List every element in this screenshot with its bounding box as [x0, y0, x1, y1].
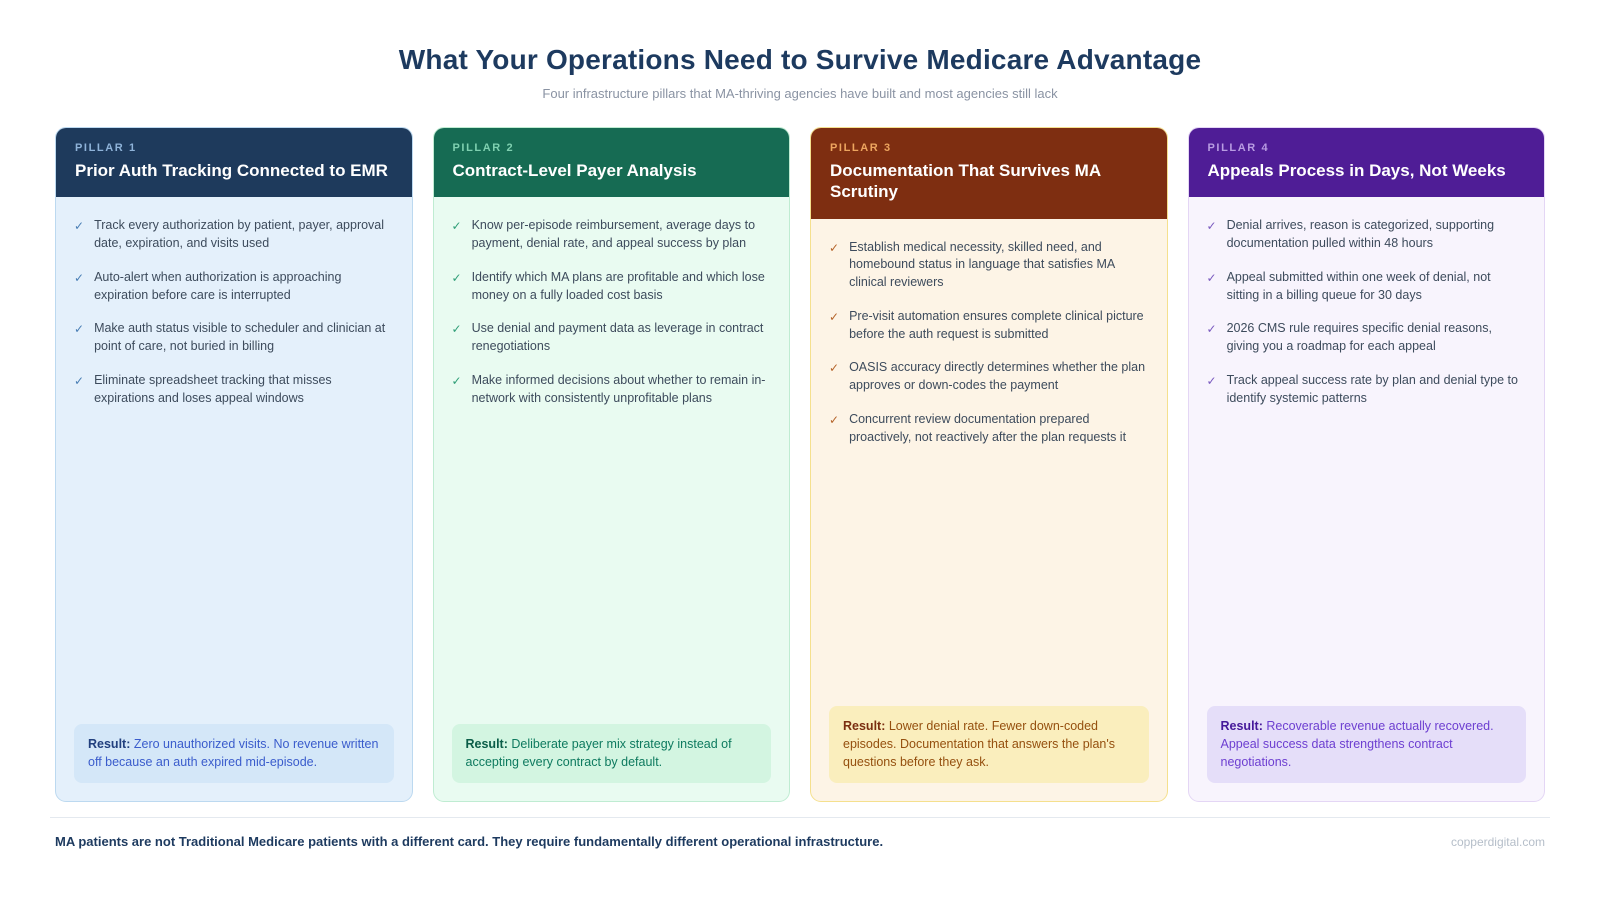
- pillar-4-header: PILLAR 4 Appeals Process in Days, Not We…: [1188, 128, 1544, 198]
- pillar-4-title: Appeals Process in Days, Not Weeks: [1207, 161, 1506, 180]
- pillar-1-title: Prior Auth Tracking Connected to EMR: [75, 161, 388, 180]
- list-item: ✓ OASIS accuracy directly determines whe…: [829, 359, 1149, 395]
- result-label: Result:: [843, 718, 886, 733]
- bullet-text: Concurrent review documentation prepared…: [849, 411, 1127, 444]
- list-item: ✓ Know per-episode reimbursement, averag…: [452, 217, 772, 253]
- check-icon: ✓: [829, 412, 840, 427]
- page-footer: MA patients are not Traditional Medicare…: [0, 818, 1600, 849]
- list-item: ✓ Pre-visit automation ensures complete …: [829, 308, 1149, 344]
- pillar-1-bullet-list: ✓ Track every authorization by patient, …: [74, 217, 394, 423]
- pillar-1-header: PILLAR 1 Prior Auth Tracking Connected t…: [56, 128, 412, 198]
- page-subtitle: Four infrastructure pillars that MA-thri…: [542, 86, 1058, 101]
- bullet-text: Establish medical necessity, skilled nee…: [849, 239, 1115, 290]
- check-icon: ✓: [1206, 219, 1217, 234]
- footer-divider: [50, 817, 1550, 818]
- page-title: What Your Operations Need to Survive Med…: [398, 44, 1202, 75]
- bullet-text: 2026 CMS rule requires specific denial r…: [1226, 321, 1492, 353]
- check-icon: ✓: [74, 270, 85, 285]
- pillar-3-title: Documentation That Survives MA Scrutiny: [830, 161, 1101, 202]
- result-box: Result: Recoverable revenue actually rec…: [1206, 705, 1526, 783]
- result-label: Result:: [88, 736, 131, 751]
- check-icon: ✓: [451, 270, 462, 285]
- pillar-3-header: PILLAR 3 Documentation That Survives MA …: [811, 128, 1167, 219]
- result-box: Result: Deliberate payer mix strategy in…: [451, 723, 771, 783]
- pillar-3-body: ✓ Establish medical necessity, skilled n…: [811, 219, 1167, 802]
- bullet-text: Denial arrives, reason is categorized, s…: [1226, 218, 1495, 250]
- list-item: ✓ Use denial and payment data as leverag…: [452, 320, 772, 356]
- pillar-2-bullet-list: ✓ Know per-episode reimbursement, averag…: [452, 217, 772, 423]
- bullet-text: OASIS accuracy directly determines wheth…: [849, 360, 1146, 392]
- check-icon: ✓: [829, 361, 840, 376]
- pillar-card-1: PILLAR 1 Prior Auth Tracking Connected t…: [55, 127, 413, 802]
- pillar-4-bullet-list: ✓ Denial arrives, reason is categorized,…: [1207, 217, 1527, 423]
- check-icon: ✓: [74, 219, 85, 234]
- list-item: ✓ Make informed decisions about whether …: [452, 372, 772, 408]
- pillar-3-bullet-list: ✓ Establish medical necessity, skilled n…: [829, 239, 1149, 463]
- page-header: What Your Operations Need to Survive Med…: [0, 0, 1600, 101]
- bullet-text: Know per-episode reimbursement, average …: [471, 218, 756, 250]
- list-item: ✓ Appeal submitted within one week of de…: [1207, 269, 1527, 305]
- bullet-text: Identify which MA plans are profitable a…: [471, 269, 765, 302]
- pillar-1-body: ✓ Track every authorization by patient, …: [56, 197, 412, 801]
- pillar-card-4: PILLAR 4 Appeals Process in Days, Not We…: [1187, 127, 1545, 802]
- list-item: ✓ Track every authorization by patient, …: [74, 217, 394, 253]
- result-label: Result:: [1220, 718, 1263, 733]
- list-item: ✓ Identify which MA plans are profitable…: [452, 269, 772, 305]
- bullet-text: Appeal submitted within one week of deni…: [1226, 269, 1491, 302]
- check-icon: ✓: [1206, 270, 1217, 285]
- pillar-2-header: PILLAR 2 Contract-Level Payer Analysis: [433, 128, 789, 198]
- result-text: Recoverable revenue actually recovered. …: [1220, 718, 1494, 769]
- list-item: ✓ Establish medical necessity, skilled n…: [829, 239, 1149, 292]
- bullet-text: Use denial and payment data as leverage …: [471, 321, 764, 353]
- bullet-text: Eliminate spreadsheet tracking that miss…: [94, 372, 332, 405]
- result-text: Zero unauthorized visits. No revenue wri…: [88, 736, 379, 769]
- check-icon: ✓: [451, 373, 462, 388]
- list-item: ✓ Track appeal success rate by plan and …: [1207, 372, 1527, 408]
- list-item: ✓ Make auth status visible to scheduler …: [74, 320, 394, 356]
- check-icon: ✓: [1206, 373, 1217, 388]
- list-item: ✓ Concurrent review documentation prepar…: [829, 411, 1149, 447]
- check-icon: ✓: [451, 322, 462, 337]
- list-item: ✓ Eliminate spreadsheet tracking that mi…: [74, 372, 394, 408]
- result-box: Result: Zero unauthorized visits. No rev…: [74, 723, 394, 783]
- result-box: Result: Lower denial rate. Fewer down-co…: [829, 705, 1149, 783]
- pillar-card-2: PILLAR 2 Contract-Level Payer Analysis ✓…: [432, 127, 790, 802]
- check-icon: ✓: [74, 373, 85, 388]
- check-icon: ✓: [829, 309, 840, 324]
- list-item: ✓ 2026 CMS rule requires specific denial…: [1207, 320, 1527, 356]
- check-icon: ✓: [829, 240, 840, 255]
- bullet-text: Make informed decisions about whether to…: [471, 372, 766, 405]
- footer-statement: MA patients are not Traditional Medicare…: [55, 834, 884, 849]
- result-label: Result:: [465, 736, 508, 751]
- list-item: ✓ Denial arrives, reason is categorized,…: [1207, 217, 1527, 253]
- bullet-text: Track every authorization by patient, pa…: [94, 218, 385, 250]
- pillar-4-label: PILLAR 4: [1207, 142, 1270, 154]
- bullet-text: Make auth status visible to scheduler an…: [94, 321, 386, 353]
- pillar-cards-row: PILLAR 1 Prior Auth Tracking Connected t…: [0, 127, 1600, 802]
- bullet-text: Auto-alert when authorization is approac…: [94, 269, 342, 302]
- bullet-text: Track appeal success rate by plan and de…: [1226, 372, 1518, 405]
- bullet-text: Pre-visit automation ensures complete cl…: [849, 308, 1144, 341]
- list-item: ✓ Auto-alert when authorization is appro…: [74, 269, 394, 305]
- pillar-card-3: PILLAR 3 Documentation That Survives MA …: [810, 127, 1168, 802]
- pillar-2-body: ✓ Know per-episode reimbursement, averag…: [434, 197, 790, 801]
- check-icon: ✓: [74, 322, 85, 337]
- pillar-2-title: Contract-Level Payer Analysis: [452, 161, 697, 180]
- pillar-4-body: ✓ Denial arrives, reason is categorized,…: [1189, 197, 1545, 801]
- check-icon: ✓: [451, 219, 462, 234]
- pillar-2-label: PILLAR 2: [452, 142, 515, 154]
- pillar-3-label: PILLAR 3: [830, 142, 892, 154]
- result-text: Lower denial rate. Fewer down-coded epis…: [843, 718, 1115, 769]
- pillar-1-label: PILLAR 1: [75, 142, 137, 154]
- footer-site-link[interactable]: copperdigital.com: [1450, 834, 1545, 849]
- result-text: Deliberate payer mix strategy instead of…: [465, 736, 732, 769]
- check-icon: ✓: [1206, 322, 1217, 337]
